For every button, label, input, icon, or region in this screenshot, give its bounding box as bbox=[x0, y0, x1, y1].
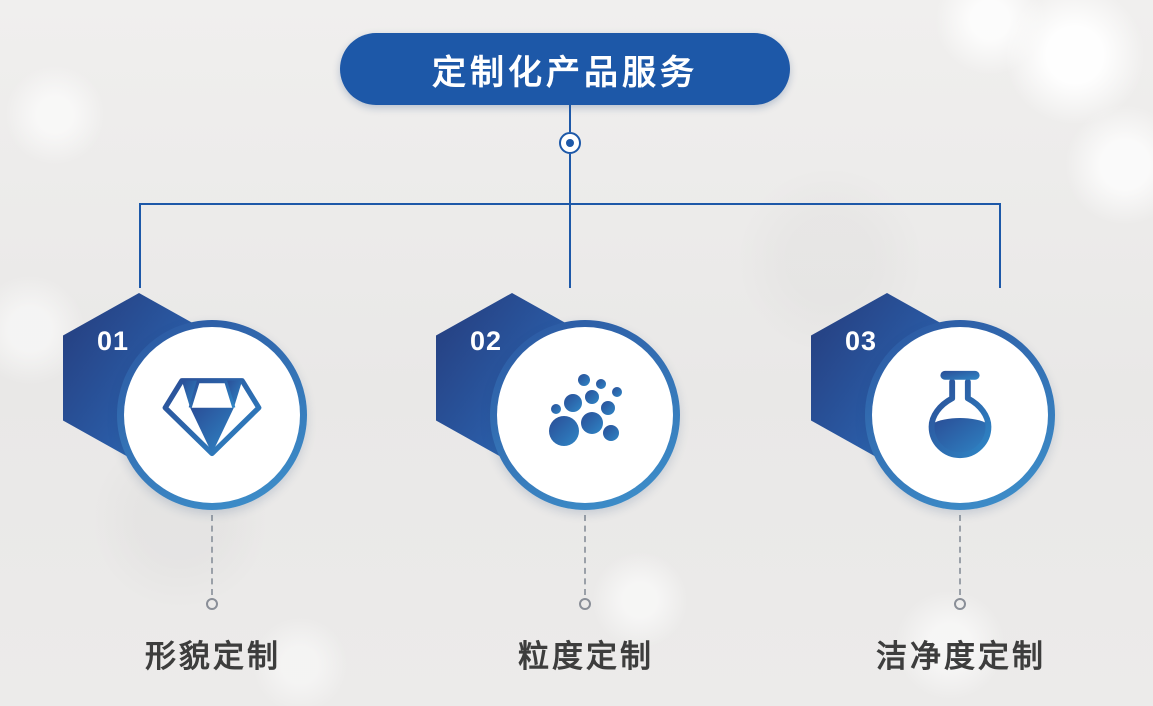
tree-node-icon bbox=[559, 132, 581, 154]
item-label: 粒度定制 bbox=[518, 639, 654, 674]
tree-node-dot bbox=[566, 139, 574, 147]
flask-icon bbox=[928, 370, 992, 459]
icon-circle bbox=[490, 320, 680, 510]
dashed-connector bbox=[211, 515, 213, 595]
item-number: 02 bbox=[470, 326, 503, 356]
end-dot bbox=[954, 598, 966, 610]
service-item-morphology: 01 形貌定制 bbox=[63, 293, 363, 706]
item-label: 洁净度定制 bbox=[876, 639, 1046, 674]
end-dot bbox=[206, 598, 218, 610]
service-item-particle-size: 02 bbox=[436, 293, 736, 706]
connector-vertical-top bbox=[569, 105, 571, 132]
page-title: 定制化产品服务 bbox=[340, 33, 790, 105]
particles-icon bbox=[549, 374, 622, 446]
connector-stub-center bbox=[569, 203, 571, 288]
end-dot bbox=[579, 598, 591, 610]
connector-vertical-mid bbox=[569, 154, 571, 203]
icon-circle bbox=[865, 320, 1055, 510]
item-number: 03 bbox=[845, 326, 878, 356]
item-label: 形貌定制 bbox=[145, 639, 281, 674]
icon-circle bbox=[117, 320, 307, 510]
item-number: 01 bbox=[97, 326, 130, 356]
dashed-connector bbox=[584, 515, 586, 595]
connector-stub-right bbox=[999, 203, 1001, 288]
connector-stub-left bbox=[139, 203, 141, 288]
dashed-connector bbox=[959, 515, 961, 595]
diamond-icon bbox=[162, 378, 262, 457]
service-item-cleanliness: 03 洁净度定制 bbox=[811, 293, 1111, 706]
